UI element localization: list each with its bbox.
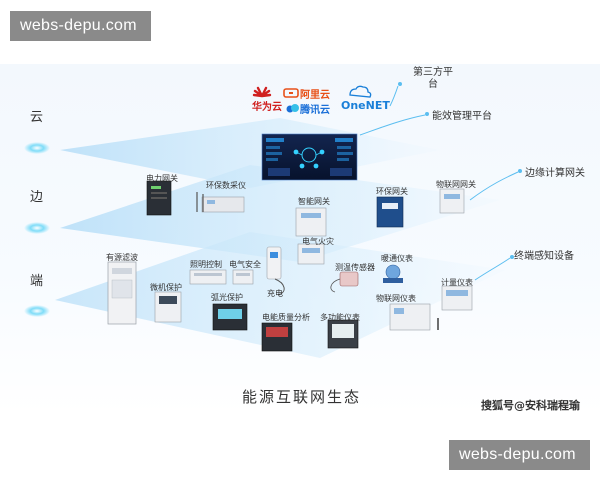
env-collector-device-icon bbox=[196, 192, 245, 213]
label-iot-meter: 物联网仪表 bbox=[376, 294, 416, 303]
active-filter-cabinet-icon bbox=[107, 261, 137, 325]
brand-onenet: OneNET bbox=[341, 99, 390, 112]
metering-meter-device-icon bbox=[441, 285, 473, 311]
power-quality-analyzer-icon bbox=[261, 322, 293, 352]
connector-third-party bbox=[389, 85, 399, 107]
micro-protection-device-icon bbox=[154, 291, 182, 323]
brand-tencent: 腾讯云 bbox=[300, 105, 330, 116]
edge-plane bbox=[60, 165, 500, 262]
label-multi-meter: 多功能仪表 bbox=[320, 313, 360, 322]
temp-sensor-device-icon bbox=[330, 271, 359, 293]
charging-pile-icon bbox=[266, 246, 285, 296]
label-third-party: 第三方平台 bbox=[413, 67, 453, 90]
smart-gateway-device-icon bbox=[295, 207, 327, 237]
label-power-quality: 电能质量分析 bbox=[262, 313, 310, 322]
watermark-top: webs-depu.com bbox=[10, 11, 151, 41]
power-gateway-device-icon bbox=[146, 180, 172, 216]
label-smart-gateway: 智能网关 bbox=[298, 197, 330, 206]
label-electrical-fire: 电气火灾 bbox=[302, 237, 334, 246]
label-iot-gateway: 物联网网关 bbox=[436, 180, 476, 189]
multi-function-meter-icon bbox=[327, 319, 359, 349]
hvac-meter-device-icon bbox=[383, 264, 403, 283]
huawei-logo-icon bbox=[252, 86, 272, 98]
watermark-bottom: webs-depu.com bbox=[449, 440, 590, 470]
label-electrical-safety: 电气安全 bbox=[229, 260, 261, 269]
label-energy-platform: 能效管理平台 bbox=[432, 111, 492, 122]
env-gateway-device-icon bbox=[376, 196, 404, 228]
source-credit: 搜狐号@安科瑞程瑜 bbox=[481, 399, 580, 412]
layer-label-cloud: 云 bbox=[30, 110, 44, 125]
brand-huawei: 华为云 bbox=[252, 102, 282, 113]
edge-node bbox=[24, 222, 50, 234]
label-terminal-devices: 终端感知设备 bbox=[514, 251, 574, 262]
connector-dot-edge-gateway bbox=[518, 169, 522, 173]
label-charging: 充电 bbox=[267, 289, 283, 298]
connector-edge-gateway bbox=[469, 171, 519, 201]
layer-label-edge: 边 bbox=[30, 190, 44, 205]
end-plane bbox=[55, 232, 505, 358]
brand-aliyun: 阿里云 bbox=[300, 90, 330, 101]
label-active-filter: 有源滤波 bbox=[106, 253, 138, 262]
tencent-logo-icon bbox=[286, 104, 299, 113]
label-env-collector: 环保数采仪 bbox=[206, 181, 246, 190]
connector-terminal bbox=[474, 257, 511, 281]
lighting-control-device-icon bbox=[189, 269, 227, 285]
connector-dot-third-party bbox=[398, 82, 402, 86]
onenet-logo-icon bbox=[349, 85, 372, 98]
arc-protection-device-icon bbox=[212, 303, 248, 331]
label-hvac-meter: 暖通仪表 bbox=[381, 254, 413, 263]
aliyun-logo-icon bbox=[283, 88, 299, 98]
label-power-gateway: 电力网关 bbox=[146, 174, 178, 183]
label-arc-protection: 弧光保护 bbox=[211, 293, 243, 302]
platform-screen bbox=[261, 133, 358, 181]
end-node bbox=[24, 305, 50, 317]
iot-meter-device-icon bbox=[389, 303, 439, 331]
connector-dot-terminal bbox=[510, 255, 514, 259]
label-env-gateway: 环保网关 bbox=[376, 187, 408, 196]
cloud-node bbox=[24, 142, 50, 154]
connector-platform bbox=[359, 114, 426, 136]
label-metering: 计量仪表 bbox=[441, 278, 473, 287]
label-edge-gateway: 边缘计算网关 bbox=[525, 168, 585, 179]
electrical-fire-device-icon bbox=[297, 243, 325, 265]
label-micro-protection: 微机保护 bbox=[150, 283, 182, 292]
label-lighting: 照明控制 bbox=[190, 260, 222, 269]
electrical-safety-device-icon bbox=[232, 269, 254, 285]
label-temp-sensor: 测温传感器 bbox=[335, 263, 375, 272]
diagram-caption: 能源互联网生态 bbox=[242, 388, 362, 406]
iot-gateway-device-icon bbox=[439, 188, 465, 214]
connector-dot-platform bbox=[425, 112, 429, 116]
layer-label-end: 端 bbox=[30, 274, 44, 289]
